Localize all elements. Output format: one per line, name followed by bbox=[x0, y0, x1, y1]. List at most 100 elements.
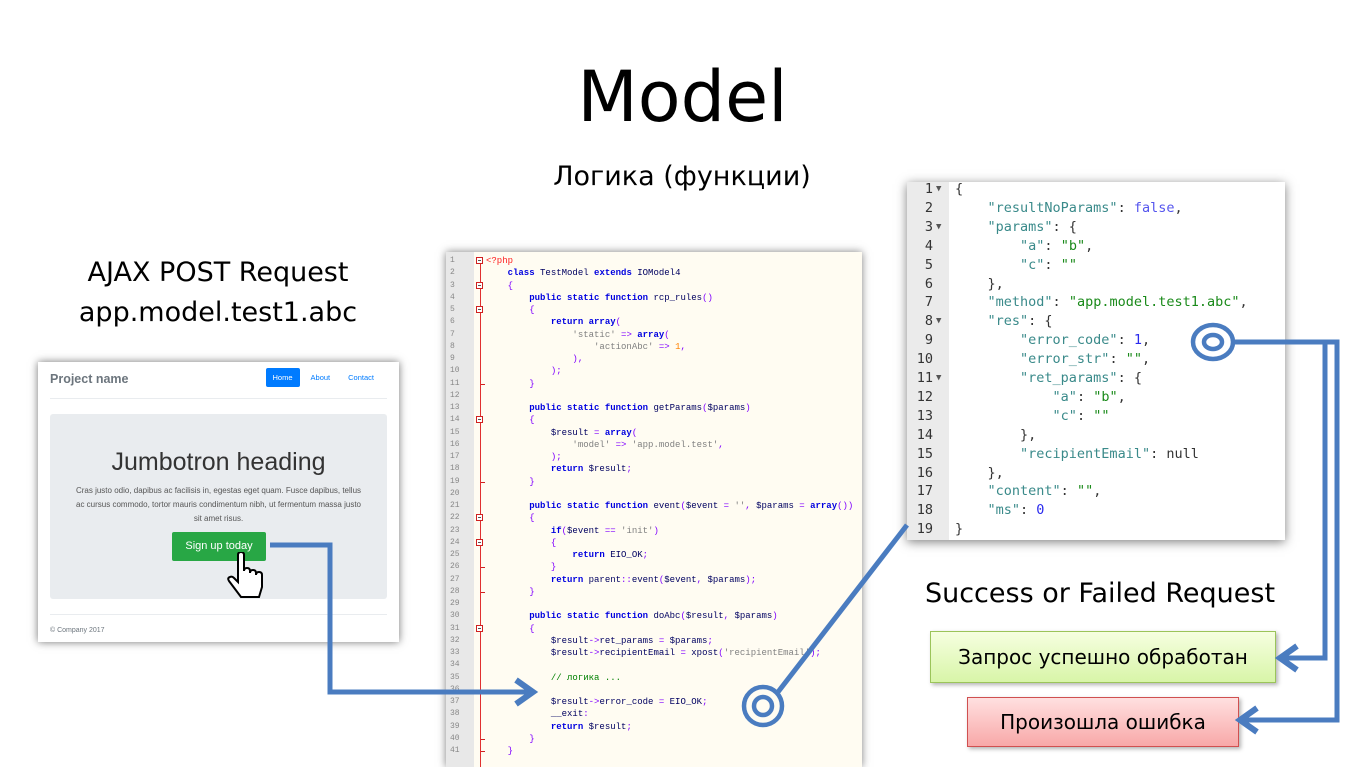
code-token: { bbox=[550, 537, 557, 548]
json-token: } bbox=[955, 521, 964, 538]
line-number: 17 bbox=[450, 452, 460, 461]
code-token: ; bbox=[626, 721, 632, 732]
line-number: 4 bbox=[924, 237, 933, 254]
line-number: 39 bbox=[450, 721, 460, 731]
code-token: error_code bbox=[599, 697, 654, 707]
code-text: __exit: bbox=[486, 708, 589, 720]
code-token: ; bbox=[707, 635, 713, 646]
line-number: 13 bbox=[916, 407, 933, 424]
code-line: 16 'model' => 'app.model.test', bbox=[446, 439, 862, 451]
json-token: : bbox=[1109, 351, 1126, 368]
code-text: $result = array( bbox=[486, 427, 637, 439]
code-token: $params bbox=[756, 501, 794, 511]
json-line: 15 "recipientEmail": null bbox=[907, 445, 1285, 464]
code-line: 23 if($event == 'init') bbox=[446, 525, 862, 537]
code-token: parent bbox=[583, 574, 622, 585]
nav-contact[interactable]: Contact bbox=[348, 373, 374, 382]
line-number: 11 bbox=[450, 378, 460, 388]
code-text: } bbox=[486, 378, 534, 390]
line-number: 17 bbox=[916, 483, 933, 500]
code-line: 14 { bbox=[446, 414, 862, 426]
code-text: $result->recipientEmail = xpost('recipie… bbox=[486, 647, 821, 659]
json-token: }, bbox=[955, 426, 1037, 443]
request-arrow bbox=[270, 542, 530, 695]
code-line: 8 'actionAbc' => 1, bbox=[446, 341, 862, 353]
nav-home[interactable]: Home bbox=[265, 368, 300, 387]
json-token: { bbox=[955, 182, 964, 197]
code-token: EIO_OK bbox=[669, 697, 703, 707]
line-number-gutter bbox=[907, 182, 949, 540]
code-text: ); bbox=[486, 365, 562, 377]
fold-toggle-icon bbox=[476, 281, 483, 289]
code-token: '' bbox=[734, 501, 746, 511]
json-line: 9 "error_code": 1, bbox=[907, 331, 1285, 350]
code-text: return EIO_OK; bbox=[486, 549, 648, 561]
code-line: 7 'static' => array( bbox=[446, 329, 862, 341]
code-token: ); bbox=[745, 574, 757, 585]
json-token: : bbox=[1052, 294, 1069, 311]
code-text: } bbox=[486, 561, 556, 573]
line-number: 19 bbox=[450, 476, 460, 486]
code-token: ); bbox=[550, 452, 562, 462]
code-text: 'actionAbc' => 1, bbox=[486, 341, 686, 353]
code-token: EIO_OK bbox=[604, 550, 643, 560]
json-token: 0 bbox=[1036, 502, 1045, 519]
code-token: ret_params bbox=[599, 635, 654, 646]
code-text: { bbox=[486, 304, 534, 316]
line-number: 15 bbox=[450, 427, 460, 437]
json-line: 2 "resultNoParams": false, bbox=[907, 199, 1285, 218]
code-line: 26 } bbox=[446, 561, 862, 573]
fold-end-mark bbox=[481, 751, 485, 752]
json-token: 1 bbox=[1133, 332, 1142, 349]
line-number: 40 bbox=[450, 733, 460, 743]
json-line: 18 "ms": 0 bbox=[907, 501, 1285, 520]
code-token: ( bbox=[680, 501, 686, 511]
code-token: ; bbox=[626, 464, 632, 475]
request-label: AJAX POST Request bbox=[87, 257, 349, 288]
json-token: : bbox=[1060, 483, 1077, 500]
code-line: 38 __exit: bbox=[446, 708, 862, 720]
json-text: } bbox=[955, 520, 963, 539]
json-token: "error_code" bbox=[1020, 332, 1118, 349]
code-line: 39 return $result; bbox=[446, 721, 862, 733]
json-line: 12 "a": "b", bbox=[907, 388, 1285, 407]
site-footer: © Company 2017 bbox=[50, 627, 105, 634]
json-line: 14 }, bbox=[907, 426, 1285, 445]
code-line: 20 bbox=[446, 488, 862, 500]
code-token: { bbox=[507, 280, 514, 291]
line-number: 7 bbox=[924, 294, 933, 311]
code-token: public static function bbox=[529, 501, 649, 511]
line-number: 22 bbox=[450, 513, 460, 523]
divider bbox=[50, 614, 387, 615]
line-number: 14 bbox=[916, 426, 933, 443]
code-token: : bbox=[583, 709, 589, 720]
website-mockup: Project name Home About Contact Jumbotro… bbox=[38, 362, 399, 642]
json-token: "" bbox=[1060, 256, 1077, 273]
target-ring-icon bbox=[1190, 322, 1236, 362]
code-line: 33 $result->recipientEmail = xpost('reci… bbox=[446, 647, 862, 659]
fold-toggle-icon bbox=[476, 538, 483, 546]
nav-about[interactable]: About bbox=[310, 373, 331, 382]
json-response-viewer: 1▼{2 "resultNoParams": false,3▼ "params"… bbox=[907, 182, 1285, 540]
json-token: : bbox=[1076, 388, 1094, 405]
line-number: 35 bbox=[450, 672, 460, 682]
code-token: => bbox=[610, 439, 632, 450]
code-token: return bbox=[550, 464, 584, 475]
json-text: "resultNoParams": false, bbox=[955, 199, 1183, 218]
sign-up-button[interactable]: Sign up today bbox=[172, 532, 266, 561]
json-token: "" bbox=[1093, 407, 1110, 424]
code-text: { bbox=[486, 512, 534, 524]
fold-toggle-icon bbox=[476, 416, 483, 424]
code-text: { bbox=[486, 537, 556, 549]
code-token: rcp_rules bbox=[648, 292, 703, 303]
site-brand[interactable]: Project name bbox=[50, 372, 129, 386]
fold-toggle-icon bbox=[476, 514, 483, 522]
collapse-arrow-icon: ▼ bbox=[936, 373, 942, 383]
code-token: $result bbox=[550, 427, 589, 438]
line-number: 4 bbox=[450, 292, 455, 302]
code-line: 12 bbox=[446, 390, 862, 402]
code-token: } bbox=[529, 476, 535, 487]
line-number: 6 bbox=[924, 275, 933, 292]
code-line: 40 } bbox=[446, 733, 862, 745]
json-text: "res": { bbox=[955, 312, 1053, 331]
